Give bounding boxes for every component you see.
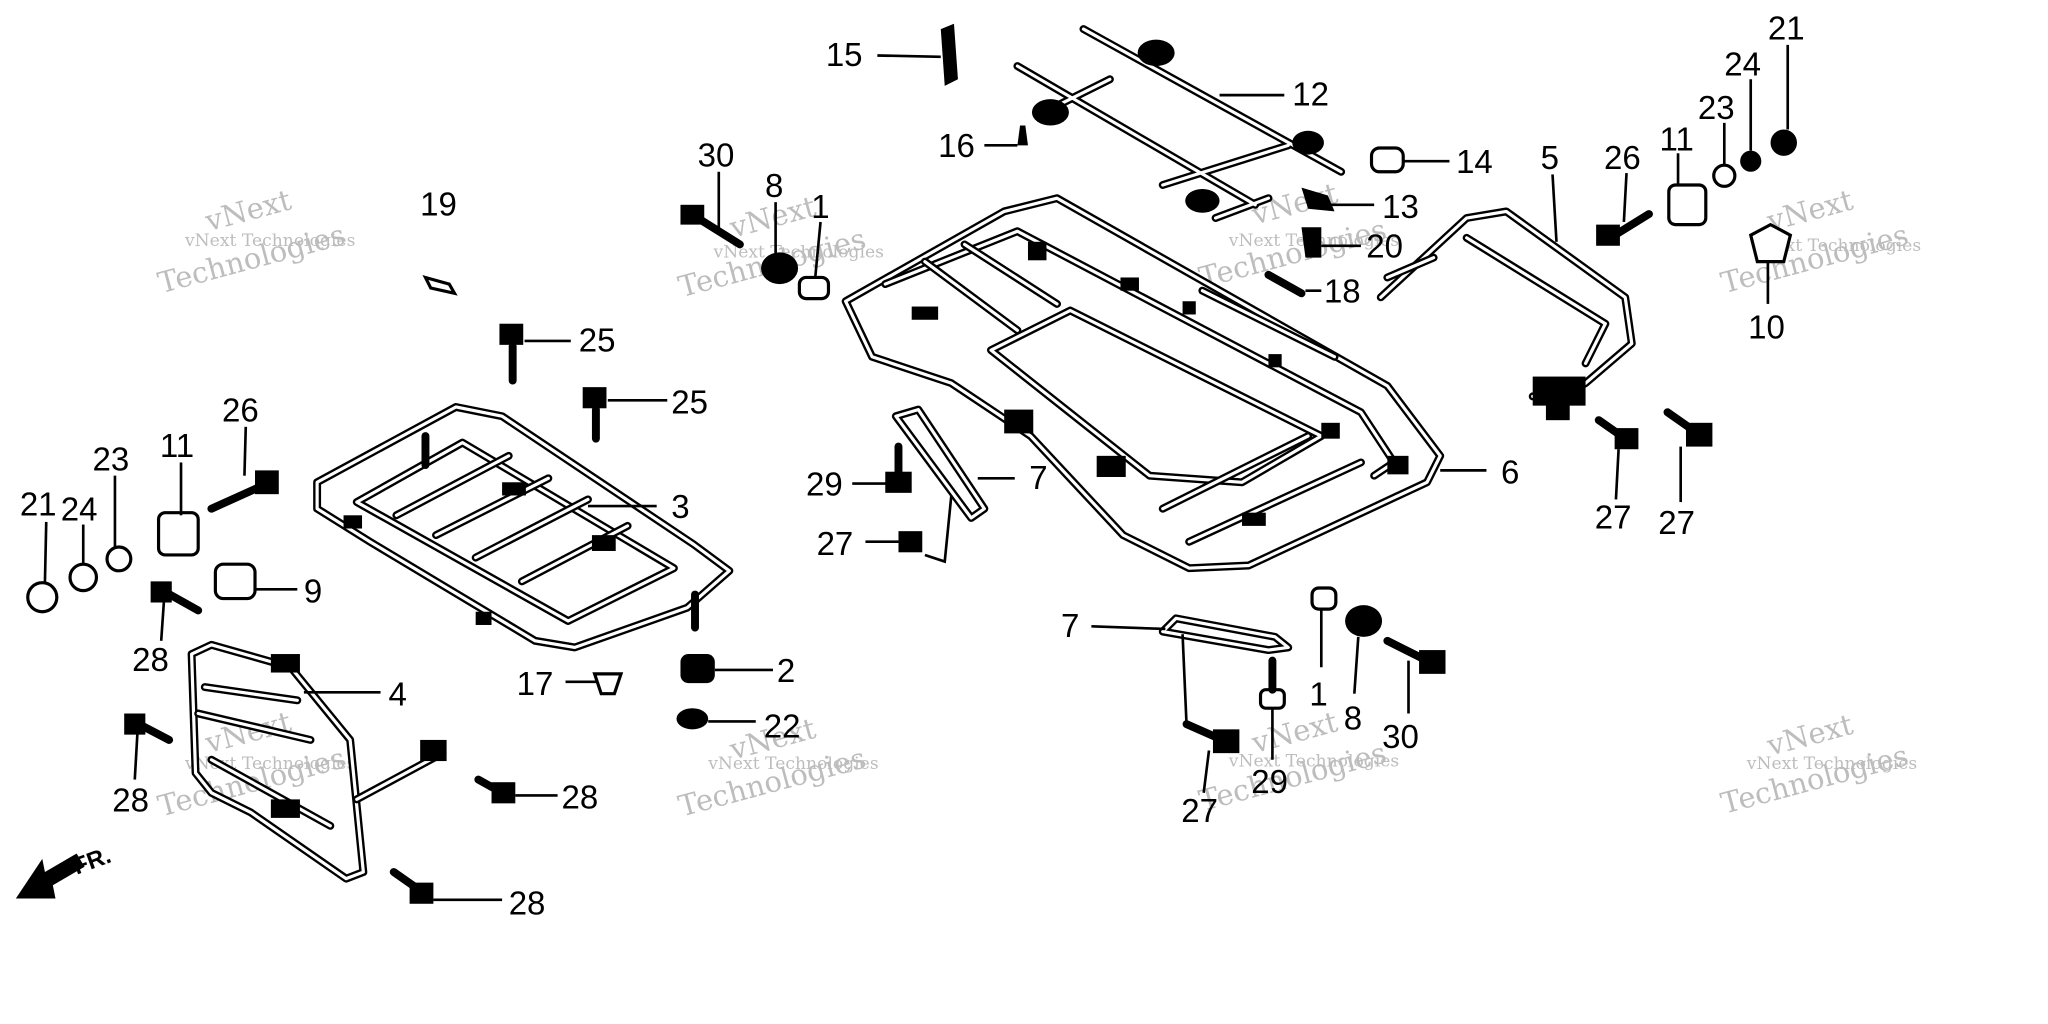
callout-24: 24 — [1724, 45, 1761, 82]
callout-18: 18 — [1324, 273, 1361, 310]
watermark-text: vNext Technologies — [713, 243, 884, 263]
bracket-7-lower — [1158, 614, 1293, 725]
callout-20: 20 — [1366, 228, 1403, 265]
callout-7: 7 — [1029, 459, 1047, 496]
watermark: vNext vNext Technologies Technologies — [1195, 704, 1399, 818]
callout-27: 27 — [1658, 504, 1695, 541]
callout-23: 23 — [92, 440, 129, 477]
watermark: vNext vNext Technologies Technologies — [154, 183, 355, 301]
callout-2: 2 — [777, 652, 795, 689]
watermark-text: vNext Technologies — [1228, 751, 1399, 771]
callout-14: 14 — [1456, 143, 1493, 180]
callout-labels: 15 12 16 14 13 20 18 30 8 1 19 5 26 11 2… — [20, 10, 1805, 922]
front-direction-arrow: FR. — [15, 842, 115, 899]
callout-11: 11 — [160, 427, 194, 464]
callout-26: 26 — [222, 391, 259, 428]
callout-17: 17 — [517, 665, 554, 702]
callout-21: 21 — [20, 485, 57, 522]
watermark: vNext vNext Technologies Technologies — [675, 189, 884, 304]
callout-10: 10 — [1748, 308, 1785, 345]
callout-4: 4 — [388, 676, 406, 713]
watermark-text: Technologies — [1195, 212, 1389, 295]
front-arrow-label: FR. — [69, 842, 114, 880]
callout-29: 29 — [806, 465, 843, 502]
callout-21: 21 — [1768, 10, 1805, 47]
watermark: vNext vNext Technologies Technologies — [1717, 183, 1921, 301]
callout-30: 30 — [698, 136, 735, 173]
callout-1: 1 — [811, 188, 829, 225]
front-guard-4 — [187, 640, 447, 883]
watermark-text: vNext Technologies — [707, 754, 878, 774]
callout-25: 25 — [671, 384, 708, 421]
callout-28: 28 — [132, 641, 169, 678]
watermark-text: vNext Technologies — [184, 231, 355, 251]
callout-30: 30 — [1382, 718, 1419, 755]
callout-1: 1 — [1309, 676, 1327, 713]
callout-27: 27 — [817, 525, 854, 562]
callout-23: 23 — [1698, 89, 1735, 126]
callout-28: 28 — [562, 779, 599, 816]
callout-28: 28 — [112, 781, 149, 818]
callout-3: 3 — [671, 488, 689, 525]
rear-carrier-frame — [841, 194, 1445, 573]
watermark-text: vNext Technologies — [1750, 236, 1921, 256]
leader-lines — [43, 44, 1790, 902]
right-guard-5 — [1376, 207, 1636, 421]
callout-29: 29 — [1251, 763, 1288, 800]
bracket-7-upper — [891, 405, 989, 564]
callout-15: 15 — [826, 36, 863, 73]
callout-26: 26 — [1604, 139, 1641, 176]
callout-7: 7 — [1061, 607, 1079, 644]
callout-27: 27 — [1595, 499, 1632, 536]
callout-6: 6 — [1501, 454, 1519, 491]
callout-5: 5 — [1541, 139, 1559, 176]
hardware-parts — [26, 23, 1797, 904]
callout-25: 25 — [579, 321, 616, 358]
callout-16: 16 — [938, 127, 975, 164]
callout-12: 12 — [1292, 76, 1329, 113]
callout-9: 9 — [304, 573, 322, 610]
front-carrier-3 — [313, 402, 734, 652]
watermark-text: vNext Technologies — [1746, 754, 1917, 774]
callout-27: 27 — [1181, 792, 1218, 829]
watermark: vNext vNext Technologies Technologies — [1717, 707, 1917, 821]
upper-brace-12 — [1013, 25, 1346, 222]
callout-19: 19 — [420, 185, 457, 222]
watermark: vNext vNext Technologies Technologies — [154, 704, 355, 823]
callout-13: 13 — [1382, 188, 1419, 225]
callout-24: 24 — [61, 491, 98, 528]
callout-22: 22 — [764, 707, 801, 744]
callout-28: 28 — [509, 884, 546, 921]
watermark-text: Technologies — [1717, 217, 1911, 300]
callout-11: 11 — [1660, 121, 1694, 158]
callout-8: 8 — [1344, 699, 1362, 736]
callout-8: 8 — [765, 167, 783, 204]
